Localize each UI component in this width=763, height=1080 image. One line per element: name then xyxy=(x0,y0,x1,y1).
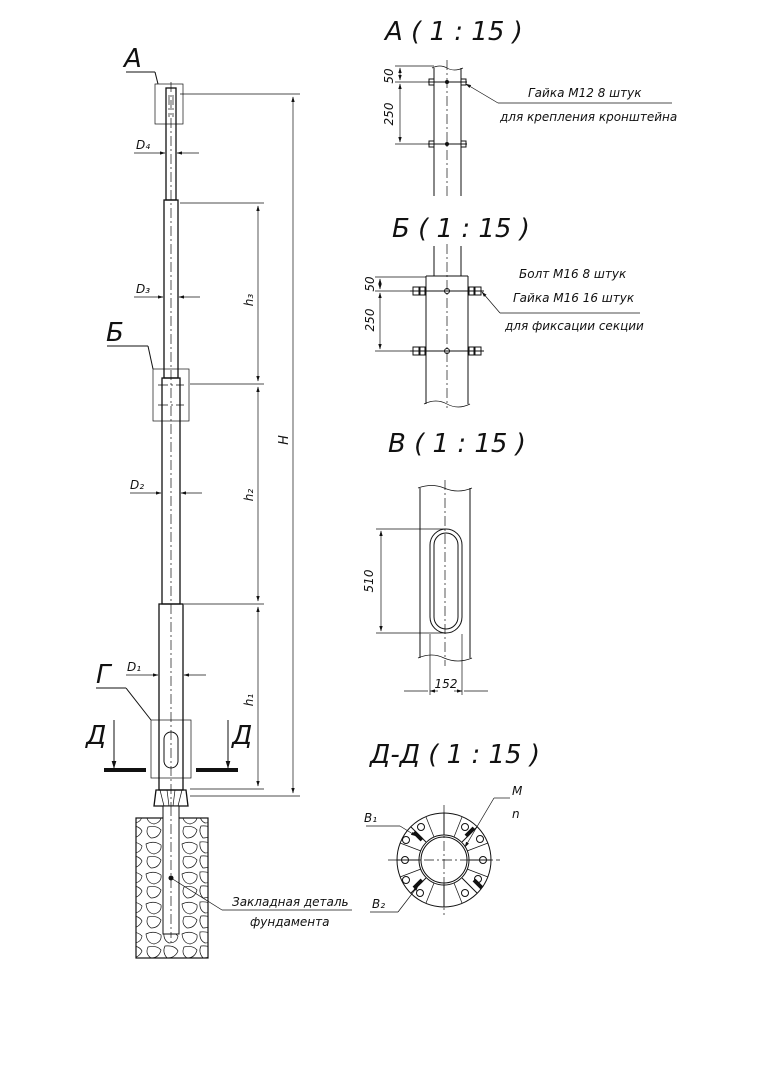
detail-v-title: В ( 1 : 15 ) xyxy=(388,429,526,459)
detail-a-dim-50: 50 xyxy=(382,68,396,84)
section-dd-title: Д-Д ( 1 : 15 ) xyxy=(369,740,540,770)
view-mark-b: Б xyxy=(106,318,124,348)
foundation-callout-line1: Закладная деталь xyxy=(232,895,349,909)
foundation-callout-line2: фундамента xyxy=(250,915,329,929)
detail-b-note-line1: Болт М16 8 штук xyxy=(519,267,627,281)
detail-b-note-line2: Гайка М16 16 штук xyxy=(513,291,635,305)
view-mark-a: А xyxy=(122,44,142,74)
detail-a: А ( 1 : 15 ) 50 250 Гайка М12 8 штук для… xyxy=(382,17,677,198)
dim-label-d2: D₂ xyxy=(130,478,144,492)
section-dd-label-b2: В₂ xyxy=(372,897,385,911)
detail-v: В ( 1 : 15 ) 510 152 xyxy=(362,429,526,695)
view-mark-g: Г xyxy=(96,660,113,690)
detail-b-title: Б ( 1 : 15 ) xyxy=(392,214,530,244)
detail-a-note-line2: для крепления кронштейна xyxy=(499,110,677,124)
section-mark-left: Д xyxy=(85,721,106,751)
detail-b: Б ( 1 : 15 ) 50 250 Болт М16 8 штук Гайк… xyxy=(363,214,644,408)
detail-v-dim-width: 152 xyxy=(435,677,458,691)
dim-label-d1: D₁ xyxy=(127,660,141,674)
dim-label-d4: D₄ xyxy=(136,138,150,152)
dim-label-d3: D₃ xyxy=(136,282,150,296)
detail-b-note-line3: для фиксации секции xyxy=(504,319,644,333)
detail-b-dim-50: 50 xyxy=(363,276,377,292)
detail-a-title: А ( 1 : 15 ) xyxy=(383,17,523,47)
pole-main-view: А Б Г Д Д D₄ D₃ D₂ D₁ h₃ h₂ h₁ H Закладн… xyxy=(85,44,352,959)
detail-b-dim-250: 250 xyxy=(363,308,377,331)
detail-v-dim-height: 510 xyxy=(362,569,376,592)
section-dd: Д-Д ( 1 : 15 ) xyxy=(364,740,540,915)
dim-label-h1: h₁ xyxy=(242,694,256,707)
section-dd-label-b1: В₁ xyxy=(364,811,377,825)
section-mark-right: Д xyxy=(231,721,252,751)
dim-label-h2: h₂ xyxy=(242,489,256,502)
section-dd-label-m: М xyxy=(512,784,523,798)
dim-label-h3: h₃ xyxy=(242,294,256,307)
detail-a-note-line1: Гайка М12 8 штук xyxy=(528,86,642,100)
section-dd-label-n: n xyxy=(512,807,520,821)
detail-a-dim-250: 250 xyxy=(382,102,396,125)
dim-label-h-total: H xyxy=(277,435,292,445)
